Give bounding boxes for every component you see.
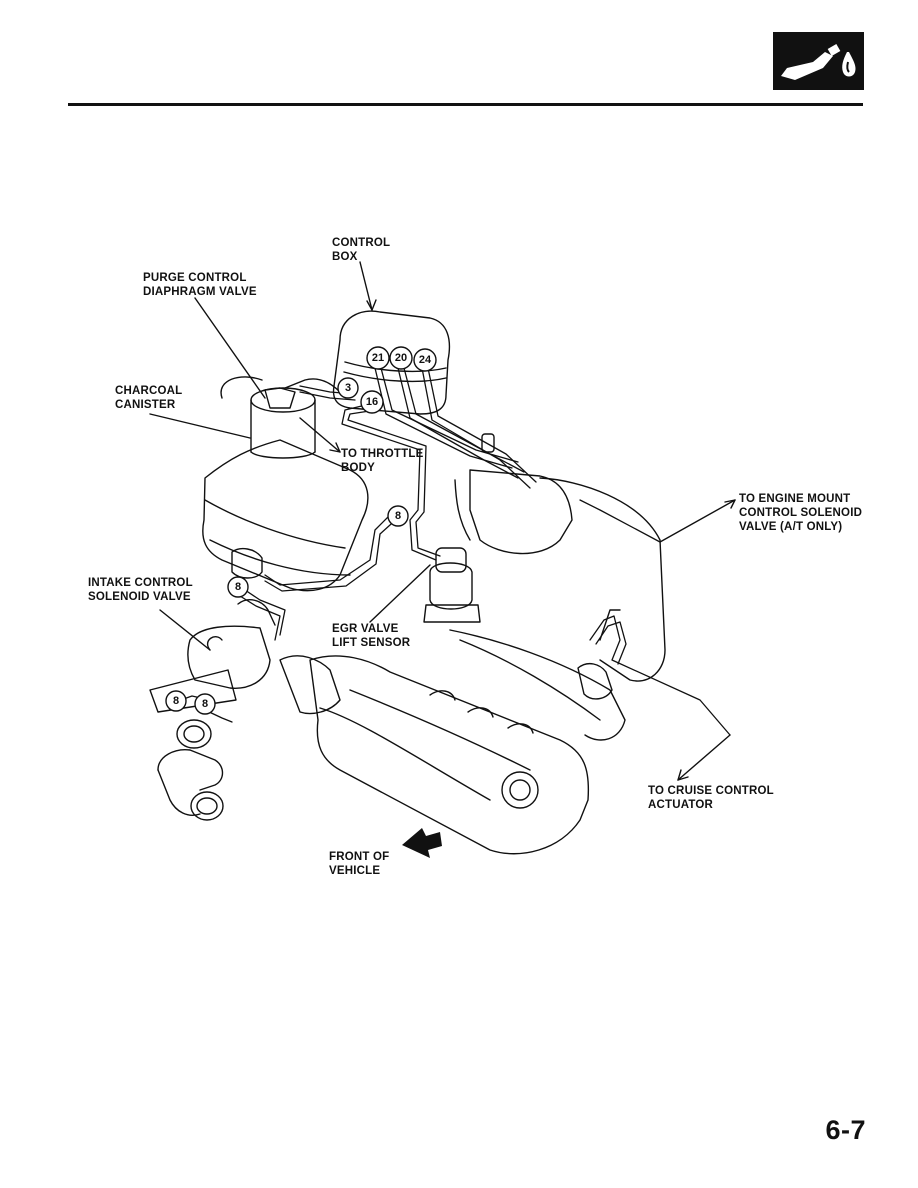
hose-20 [397, 367, 519, 479]
label-to-cruise-control: TO CRUISE CONTROL ACTUATOR [648, 785, 774, 811]
hose-8-lower [244, 589, 286, 636]
hose-number-16: 16 [360, 390, 384, 414]
hose-number-8-left: 8 [165, 690, 187, 712]
hose-16 [341, 403, 437, 561]
leader-control-box [359, 261, 373, 311]
leader-egr [369, 564, 431, 623]
svg-text:21: 21 [372, 352, 384, 364]
label-front-of-vehicle: FRONT OF VEHICLE [329, 851, 390, 877]
label-to-throttle-body: TO THROTTLE BODY [341, 448, 424, 474]
hose-24 [421, 367, 531, 489]
label-engine-mount-solenoid: TO ENGINE MOUNT CONTROL SOLENOID VALVE (… [739, 493, 863, 533]
hose-number-8-right: 8 [194, 693, 216, 715]
leader-engine-mount [659, 499, 736, 543]
label-purge-control-valve: PURGE CONTROL DIAPHRAGM VALVE [143, 272, 257, 298]
air-cleaner-box [202, 439, 369, 592]
fuel-nozzle-icon [773, 32, 864, 90]
label-egr-lift-sensor: EGR VALVE LIFT SENSOR [332, 623, 411, 649]
svg-text:8: 8 [202, 698, 208, 710]
svg-text:24: 24 [419, 354, 432, 366]
cruise-fitting [577, 609, 621, 700]
charcoal-canister [220, 376, 341, 459]
leader-charcoal [149, 413, 251, 439]
hose-number-8-middle: 8 [227, 576, 249, 598]
svg-text:8: 8 [235, 581, 241, 593]
hose-number-circles: 21 20 24 3 16 8 8 8 [165, 346, 437, 715]
hose-number-20: 20 [389, 346, 413, 370]
label-control-box: CONTROL BOX [332, 237, 391, 263]
hose-8-upper [264, 509, 396, 586]
leader-intake [159, 609, 211, 651]
hose-number-8-upper: 8 [387, 505, 409, 527]
svg-text:8: 8 [395, 510, 401, 522]
front-arrow-icon [402, 828, 442, 858]
leader-purge [194, 297, 266, 399]
hose-21 [374, 367, 513, 469]
page-number: 6-7 [825, 1115, 866, 1145]
intake-hose [157, 655, 341, 821]
hose-number-24: 24 [413, 348, 437, 372]
header-rule [68, 103, 863, 106]
label-charcoal-canister: CHARCOAL CANISTER [115, 385, 183, 411]
leader-throttle [299, 417, 341, 453]
hose-number-21: 21 [366, 346, 390, 370]
svg-text:16: 16 [366, 396, 378, 408]
intake-control-solenoid [149, 599, 276, 713]
hose-number-3: 3 [337, 377, 359, 399]
hose-engine-mount [579, 499, 661, 543]
intake-manifold [454, 433, 666, 682]
valve-cover [309, 629, 626, 855]
leader-cruise [677, 734, 731, 781]
label-intake-control-solenoid: INTAKE CONTROL SOLENOID VALVE [88, 577, 193, 603]
hose-cruise [589, 615, 731, 736]
svg-text:20: 20 [395, 352, 407, 364]
svg-text:3: 3 [345, 382, 351, 394]
svg-text:8: 8 [173, 695, 179, 707]
